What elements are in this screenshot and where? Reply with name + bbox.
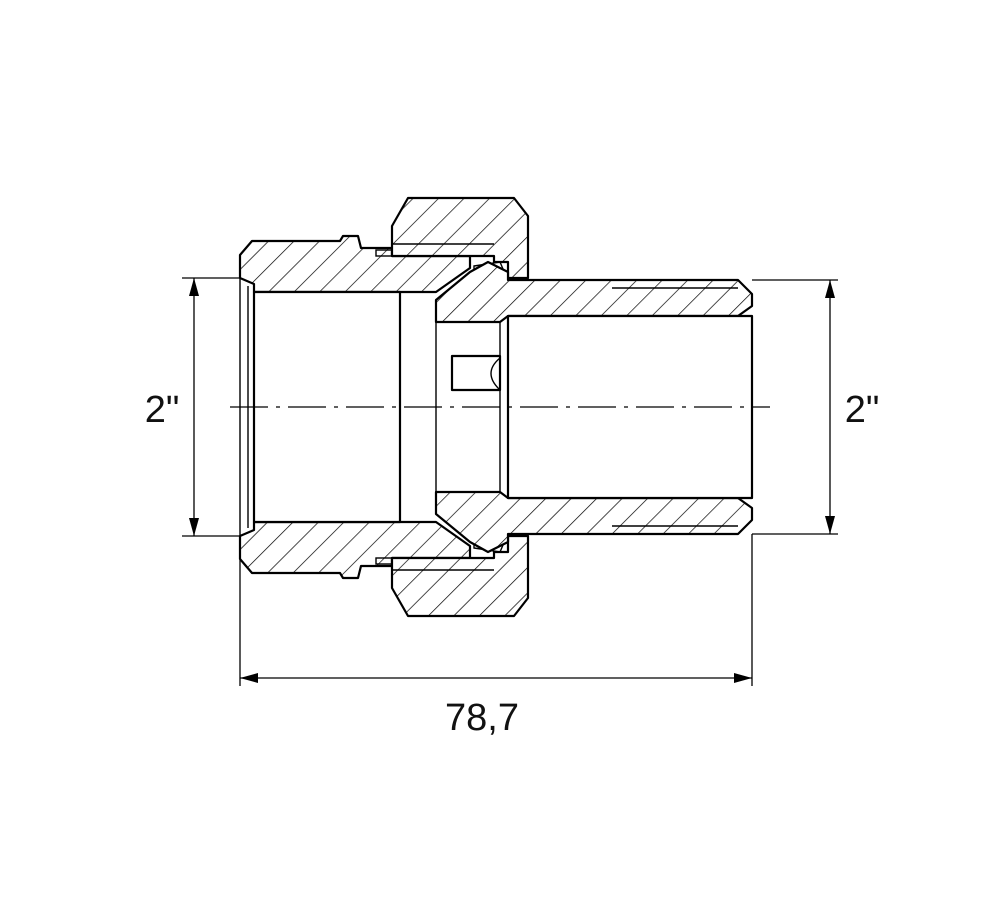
union-nut-section (390, 196, 530, 618)
overall-length-dimension (239, 534, 753, 686)
left-diameter-dimension (182, 277, 240, 537)
overall-length-label: 78,7 (445, 697, 519, 739)
left-diameter-label: 2" (145, 389, 180, 431)
right-diameter-label: 2" (845, 389, 880, 431)
right-diameter-dimension (752, 279, 838, 535)
